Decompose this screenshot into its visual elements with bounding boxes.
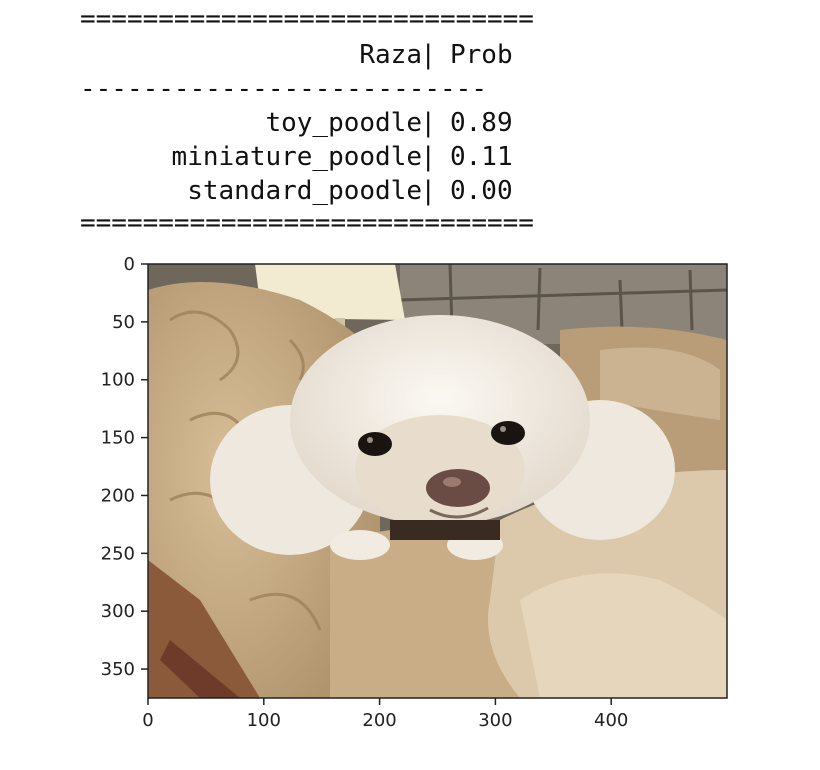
row-raza: toy_poodle bbox=[265, 108, 422, 138]
column-separator: | bbox=[420, 108, 436, 138]
table-row: standard_poodle | 0.00 bbox=[80, 176, 520, 210]
y-tick-label: 200 bbox=[101, 485, 135, 506]
bottom-double-rule: ============================= bbox=[80, 208, 534, 238]
plot-frame bbox=[147, 263, 728, 699]
row-prob: 0.00 bbox=[450, 176, 513, 206]
y-tick-label: 50 bbox=[112, 312, 135, 333]
row-prob: 0.11 bbox=[450, 142, 513, 172]
x-tick-label: 300 bbox=[478, 710, 512, 731]
y-tick-label: 250 bbox=[101, 543, 135, 564]
column-separator: | bbox=[420, 40, 436, 70]
row-raza: miniature_poodle bbox=[171, 142, 422, 172]
table-header-row: Raza | Prob bbox=[80, 40, 520, 74]
y-tick-label: 350 bbox=[101, 659, 135, 680]
column-separator: | bbox=[420, 176, 436, 206]
x-tick-label: 200 bbox=[362, 710, 396, 731]
column-separator: | bbox=[420, 142, 436, 172]
x-tick-label: 0 bbox=[142, 710, 153, 731]
row-raza: standard_poodle bbox=[187, 176, 422, 206]
y-tick-label: 300 bbox=[101, 601, 135, 622]
x-tick-label: 100 bbox=[247, 710, 281, 731]
row-prob: 0.89 bbox=[450, 108, 513, 138]
table-row: toy_poodle | 0.89 bbox=[80, 108, 520, 142]
x-tick-label: 400 bbox=[594, 710, 628, 731]
header-single-rule: -------------------------- bbox=[80, 74, 487, 104]
poodle-image bbox=[148, 264, 727, 698]
top-double-rule: ============================= bbox=[80, 4, 534, 34]
table-row: miniature_poodle | 0.11 bbox=[80, 142, 520, 176]
y-tick-label: 100 bbox=[101, 370, 135, 391]
header-prob: Prob bbox=[450, 40, 513, 70]
header-raza: Raza bbox=[359, 40, 422, 70]
y-tick-label: 150 bbox=[101, 428, 135, 449]
y-tick-label: 0 bbox=[124, 254, 135, 275]
image-plot: 0 100 200 300 400 0 50 100 150 200 250 300 350 bbox=[101, 254, 728, 731]
plot-axes: 0 100 200 300 400 0 50 100 150 200 250 300 350 bbox=[101, 254, 728, 731]
